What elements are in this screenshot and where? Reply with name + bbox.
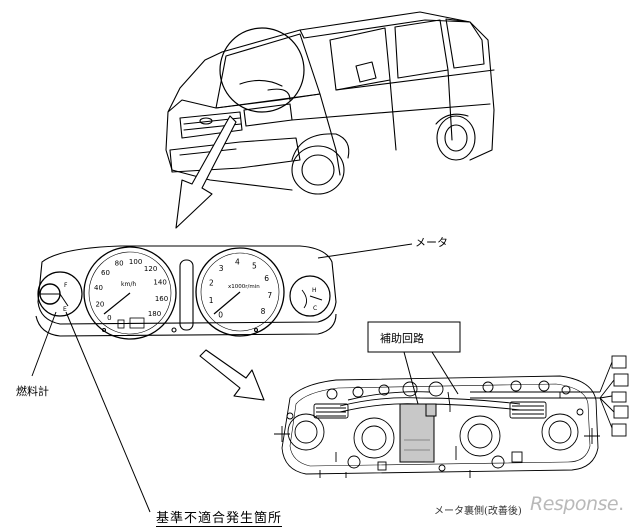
zoom-arrow-1 [175, 115, 237, 229]
temperature-gauge [289, 275, 331, 317]
speed-tick-40: 40 [94, 284, 103, 292]
leader-lines [31, 243, 413, 513]
tachometer [195, 247, 285, 337]
wiring-harness [339, 391, 600, 413]
van-illustration [165, 11, 495, 195]
speed-tick-160: 160 [155, 295, 168, 303]
speed-tick-180: 180 [148, 310, 161, 318]
speed-tick-80: 80 [115, 259, 124, 267]
fuel-full-mark: F [64, 282, 68, 289]
speed-unit: km/h [121, 281, 136, 288]
speedometer [83, 246, 177, 340]
tacho-tick-2: 2 [209, 279, 214, 288]
zoom-arrow-2 [199, 349, 265, 401]
speed-tick-120: 120 [144, 265, 157, 273]
speed-tick-60: 60 [101, 269, 110, 277]
meter-label: メータ [415, 236, 448, 249]
instrument-cluster [35, 245, 337, 337]
tacho-tick-1: 1 [209, 296, 214, 305]
speed-tick-100: 100 [129, 258, 142, 266]
connector-right [509, 401, 547, 419]
watermark-logo: Response. [530, 493, 624, 515]
aux-circuit-label: 補助回路 [380, 331, 424, 345]
speed-tick-140: 140 [153, 279, 166, 287]
meter-back-label: メータ裏側(改善後) [434, 506, 522, 517]
tacho-tick-4: 4 [235, 258, 240, 267]
tacho-tick-6: 6 [264, 274, 269, 283]
aux-circuit-module [399, 403, 437, 463]
tacho-tick-5: 5 [252, 261, 257, 270]
speed-tick-0: 0 [107, 314, 111, 322]
center-divider [179, 259, 194, 331]
speed-tick-20: 20 [95, 300, 104, 308]
temp-hot-mark: H [312, 287, 317, 294]
fuel-gauge-label: 燃料計 [16, 385, 49, 398]
watermark-dot: . [618, 493, 624, 515]
aux-circuit-callout [367, 321, 461, 405]
fuel-gauge [37, 271, 83, 317]
fuel-empty-mark: E [63, 306, 67, 313]
tacho-tick-7: 7 [267, 291, 272, 300]
defect-location-label: 基準不適合発生箇所 [156, 507, 283, 527]
tacho-unit: x1000r/min [228, 284, 260, 290]
harness-leads [599, 355, 629, 437]
temp-cold-mark: C [313, 305, 317, 312]
meter-back-housing [274, 375, 600, 478]
tacho-tick-3: 3 [219, 264, 224, 273]
watermark-text: Response [530, 493, 619, 515]
tacho-tick-0: 0 [218, 311, 223, 320]
tacho-tick-8: 8 [261, 307, 266, 316]
